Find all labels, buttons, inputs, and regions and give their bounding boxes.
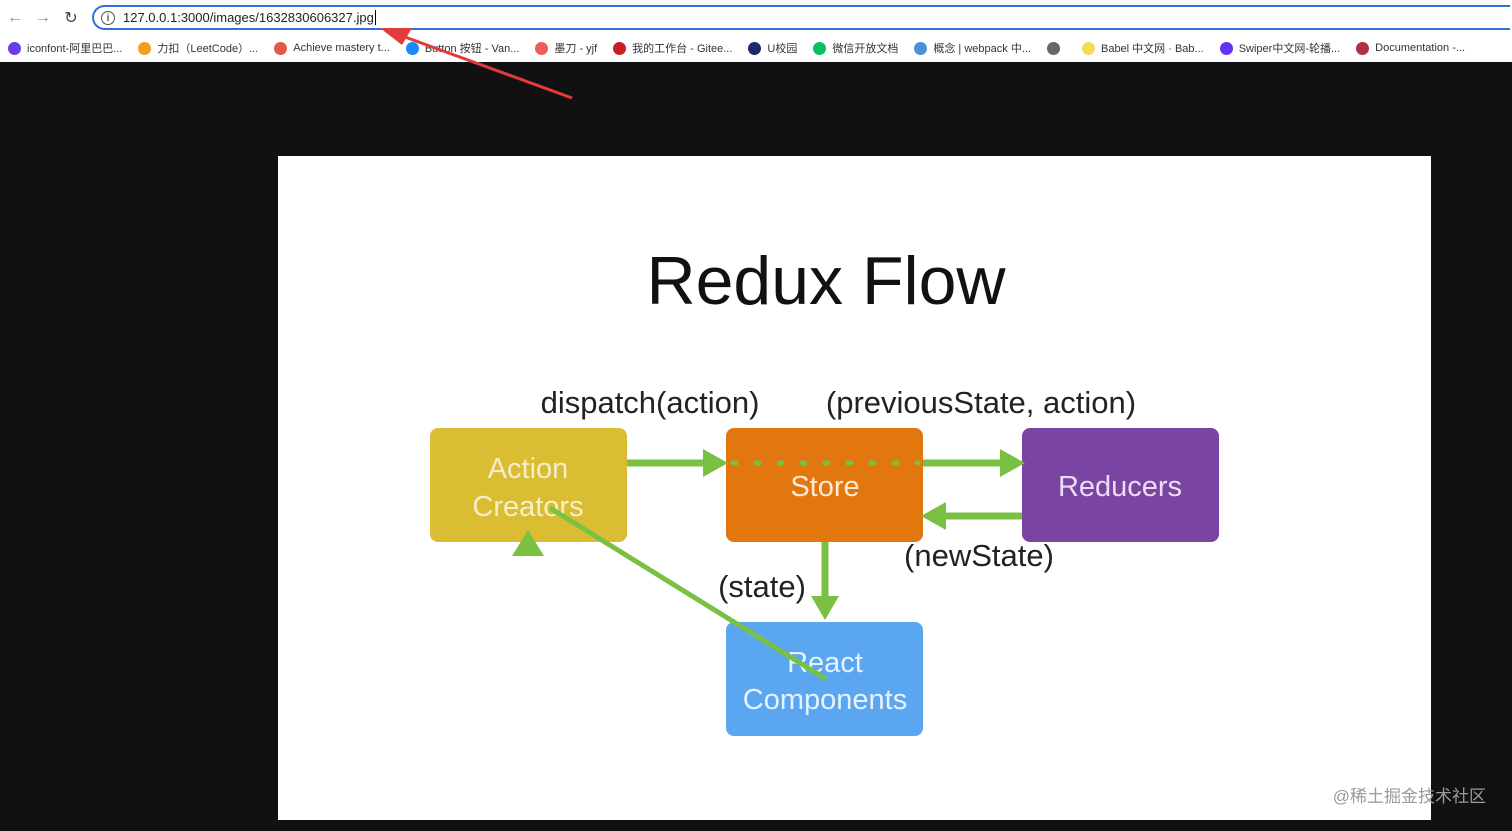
action-creators-node <box>430 428 627 542</box>
bookmark-gitee[interactable]: 我的工作台 - Gitee... <box>613 40 732 56</box>
previous-state-label: (previousState, action) <box>826 385 1136 420</box>
browser-chrome: ← → ↻ i 127.0.0.1:3000/images/1632830606… <box>0 0 1512 62</box>
webpack-icon <box>914 41 928 55</box>
bookmark-label: 墨刀 - yjf <box>554 43 598 55</box>
new-state-arrowhead <box>921 502 946 530</box>
modao-icon <box>535 41 549 55</box>
dispatch-label: dispatch(action) <box>541 385 760 420</box>
globe-icon <box>1046 41 1060 55</box>
arrow-right-icon: → <box>35 9 51 26</box>
dispatch-arrowhead <box>703 449 728 477</box>
store-node <box>726 428 923 542</box>
bookmark-leetcode[interactable]: 力扣（LeetCode）... <box>138 40 258 56</box>
documentation-icon <box>1356 41 1370 55</box>
browser-toolbar: ← → ↻ i 127.0.0.1:3000/images/1632830606… <box>0 0 1512 36</box>
bookmark-label: Documentation -... <box>1375 42 1466 54</box>
bookmark-iconfont[interactable]: iconfont-阿里巴巴... <box>8 40 122 56</box>
bookmark-swiper[interactable]: Swiper中文网-轮播... <box>1219 40 1341 56</box>
watermark: @稀土掘金技术社区 <box>1332 787 1486 806</box>
reducers-node <box>1022 428 1219 542</box>
bookmark-modao[interactable]: 墨刀 - yjf <box>535 40 597 56</box>
state-label: (state) <box>718 569 806 604</box>
bookmark-wechat-docs[interactable]: 微信开放文档 <box>813 40 898 56</box>
bookmark-label: U校园 <box>767 43 798 55</box>
displayed-image: Redux Flow dispatch(action) (previousSta… <box>278 156 1431 820</box>
bookmark-label: 我的工作台 - Gitee... <box>632 43 733 55</box>
state-arrowhead <box>811 596 839 620</box>
bookmark-u-campus[interactable]: U校园 <box>748 40 797 56</box>
reload-icon: ↻ <box>64 10 78 27</box>
vant-icon <box>405 41 419 55</box>
forward-button[interactable]: → <box>29 4 57 32</box>
bookmark-label: iconfont-阿里巴巴... <box>27 43 123 55</box>
mastery-icon <box>274 41 288 55</box>
bookmark-babel[interactable]: Babel 中文网 · Bab... <box>1081 40 1204 56</box>
bookmark-label: Swiper中文网-轮播... <box>1238 43 1341 55</box>
bookmark-label: 微信开放文档 <box>832 43 899 55</box>
text-caret <box>374 10 376 25</box>
iconfont-icon <box>8 41 21 55</box>
u-campus-icon <box>748 41 762 55</box>
bookmark-achieve-mastery[interactable]: Achieve mastery t... <box>274 41 390 55</box>
url-text[interactable]: 127.0.0.1:3000/images/1632830606327.jpg <box>123 10 374 25</box>
gitee-icon <box>613 41 627 55</box>
components-to-actions-line <box>548 505 828 682</box>
annotation-arrowhead <box>380 28 412 45</box>
bookmark-label: Babel 中文网 · Bab... <box>1100 43 1204 55</box>
redux-flow-diagram: Redux Flow dispatch(action) (previousSta… <box>430 243 1219 736</box>
annotation-arrow-shaft <box>393 31 573 100</box>
store-to-reducers-arrowhead <box>1000 449 1025 477</box>
action-creators-label-1: Action <box>488 453 569 485</box>
arrow-left-icon: ← <box>7 9 23 26</box>
new-state-label: (newState) <box>904 538 1054 573</box>
leetcode-icon <box>138 41 152 55</box>
diagram-title: Redux Flow <box>646 243 1006 319</box>
bookmark-label: Achieve mastery t... <box>293 42 390 54</box>
reducers-label: Reducers <box>1058 471 1182 503</box>
bookmark-webpack[interactable]: 概念 | webpack 中... <box>914 40 1031 56</box>
bookmark-globe[interactable] <box>1046 41 1066 55</box>
store-label: Store <box>790 471 859 503</box>
components-to-actions-arrowhead <box>512 530 544 556</box>
swiper-icon <box>1219 41 1233 55</box>
reload-button[interactable]: ↻ <box>57 4 85 32</box>
bookmark-documentation[interactable]: Documentation -... <box>1356 41 1466 55</box>
bookmark-label: 概念 | webpack 中... <box>933 43 1031 55</box>
bookmarks-bar: iconfont-阿里巴巴... 力扣（LeetCode）... Achieve… <box>0 36 1512 60</box>
info-icon[interactable]: i <box>101 10 115 25</box>
react-components-label-2: Components <box>743 684 907 716</box>
back-button[interactable]: ← <box>1 4 29 32</box>
babel-icon <box>1081 41 1095 55</box>
wechat-icon <box>813 41 827 55</box>
address-bar[interactable]: i 127.0.0.1:3000/images/1632830606327.jp… <box>92 5 1510 30</box>
bookmark-label: 力扣（LeetCode）... <box>157 43 259 55</box>
